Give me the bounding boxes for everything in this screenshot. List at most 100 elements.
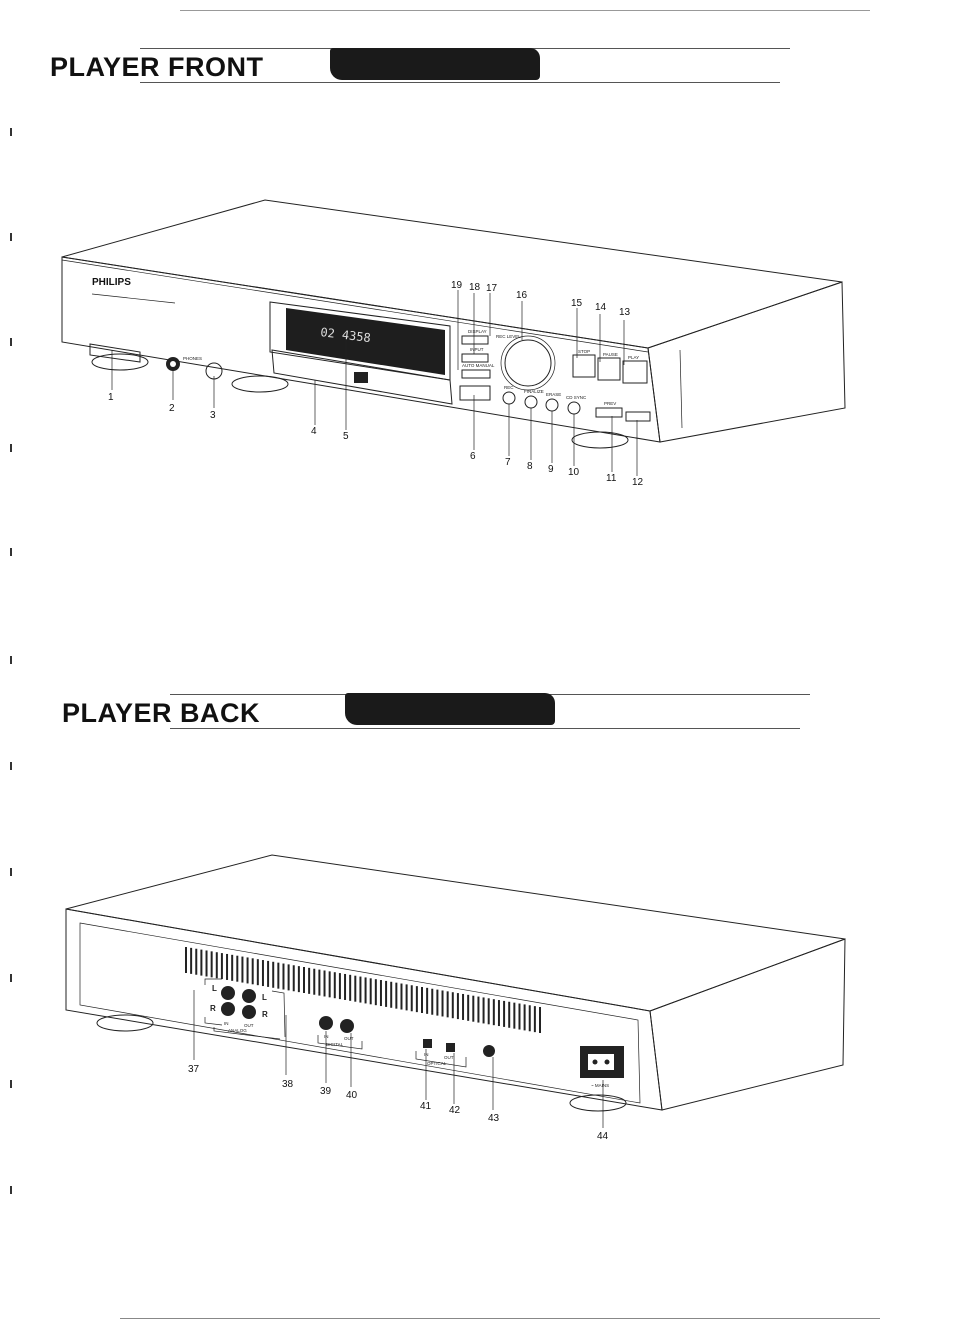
next-button[interactable] bbox=[625, 411, 651, 422]
margin-tick bbox=[10, 233, 12, 241]
top-panel bbox=[65, 854, 846, 1012]
disc-logo bbox=[354, 372, 368, 383]
finalize-button[interactable] bbox=[524, 395, 538, 409]
back-panel bbox=[65, 908, 663, 1111]
display-button[interactable] bbox=[461, 335, 489, 345]
ink-smudge bbox=[330, 48, 540, 80]
digital-in-jack[interactable] bbox=[319, 1016, 333, 1030]
callout-3: 3 bbox=[210, 410, 216, 421]
margin-tick bbox=[10, 1080, 12, 1088]
front-foot bbox=[91, 353, 149, 371]
section-title-back: PLAYER BACK bbox=[62, 698, 261, 728]
rec-button[interactable] bbox=[502, 391, 516, 405]
analog-l-label: L bbox=[212, 984, 217, 993]
rec-level-dial[interactable] bbox=[504, 339, 552, 387]
callout-39: 39 bbox=[320, 1086, 332, 1097]
callout-11: 11 bbox=[606, 473, 617, 484]
callout-16: 16 bbox=[516, 290, 528, 301]
analog-in-right-jack[interactable] bbox=[221, 1002, 235, 1016]
analog-in-label: IN bbox=[224, 1021, 229, 1026]
scan-edge bbox=[180, 10, 870, 11]
analog-in-left-jack[interactable] bbox=[221, 986, 235, 1000]
analog-out-label: OUT bbox=[244, 1023, 254, 1028]
front-foot bbox=[571, 431, 629, 449]
callout-7: 7 bbox=[505, 457, 511, 468]
margin-tick bbox=[10, 656, 12, 664]
play-button[interactable] bbox=[622, 360, 648, 384]
margin-tick bbox=[10, 868, 12, 876]
prev-label: PREV bbox=[604, 401, 616, 406]
analog-r-label: R bbox=[262, 1010, 268, 1019]
callout-18: 18 bbox=[469, 282, 481, 293]
digital-label: DIGITAL bbox=[326, 1042, 344, 1047]
cd-sync-label: CD SYNC bbox=[566, 395, 587, 400]
front-foot bbox=[231, 375, 289, 393]
optical-in-port[interactable] bbox=[423, 1039, 432, 1048]
erase-button[interactable] bbox=[545, 398, 559, 412]
rear-foot bbox=[569, 1094, 627, 1112]
callout-5: 5 bbox=[343, 431, 349, 442]
margin-tick bbox=[10, 974, 12, 982]
callout-41: 41 bbox=[420, 1101, 432, 1112]
top-panel bbox=[61, 199, 843, 349]
title-rule-bottom bbox=[170, 728, 800, 729]
callout-42: 42 bbox=[449, 1105, 461, 1116]
front-callouts: 1 2 3 4 5 6 7 8 9 10 11 12 13 14 15 16 1… bbox=[108, 280, 644, 488]
ink-smudge bbox=[345, 693, 555, 725]
section-title-front: PLAYER FRONT bbox=[50, 52, 264, 82]
display-screen bbox=[286, 308, 445, 375]
callout-43: 43 bbox=[488, 1113, 500, 1124]
power-button[interactable] bbox=[89, 343, 141, 363]
analog-l-label: L bbox=[262, 993, 267, 1002]
callout-38: 38 bbox=[282, 1079, 294, 1090]
back-callouts: 37 38 39 40 41 42 43 44 bbox=[188, 1064, 609, 1142]
mains-label: ~ MAINS bbox=[591, 1083, 609, 1088]
rear-connector[interactable] bbox=[483, 1045, 495, 1057]
margin-tick bbox=[10, 128, 12, 136]
callout-9: 9 bbox=[548, 464, 554, 475]
display-label: DISPLAY bbox=[468, 329, 487, 334]
optical-out-label: OUT bbox=[444, 1055, 454, 1060]
analog-out-left-jack[interactable] bbox=[242, 989, 256, 1003]
callout-19: 19 bbox=[451, 280, 463, 291]
digital-out-label: OUT bbox=[344, 1036, 354, 1041]
input-label: INPUT bbox=[470, 347, 484, 352]
optical-label: OPTICAL bbox=[427, 1061, 447, 1066]
callout-6: 6 bbox=[470, 451, 476, 462]
phones-label: PHONES bbox=[183, 356, 202, 361]
margin-tick bbox=[10, 548, 12, 556]
prev-button[interactable] bbox=[595, 407, 623, 418]
play-label: PLAY bbox=[628, 355, 639, 360]
open-close-button[interactable] bbox=[459, 385, 491, 401]
callout-44: 44 bbox=[597, 1131, 609, 1142]
digital-out-jack[interactable] bbox=[340, 1019, 354, 1033]
callout-12: 12 bbox=[632, 477, 644, 488]
input-button[interactable] bbox=[461, 353, 489, 363]
player-back-diagram: L L R R IN OUT ANALOG IN OUT DIGITAL IN … bbox=[65, 854, 846, 1142]
optical-out-port[interactable] bbox=[446, 1043, 455, 1052]
margin-tick bbox=[10, 1186, 12, 1194]
auto-manual-button[interactable] bbox=[461, 369, 491, 379]
margin-tick bbox=[10, 762, 12, 770]
analog-out-right-jack[interactable] bbox=[242, 1005, 256, 1019]
side-panel bbox=[649, 938, 846, 1111]
margin-tick bbox=[10, 338, 12, 346]
callout-8: 8 bbox=[527, 461, 533, 472]
rear-foot bbox=[96, 1014, 154, 1032]
callout-2: 2 bbox=[169, 403, 175, 414]
callout-40: 40 bbox=[346, 1090, 358, 1101]
stop-button[interactable] bbox=[572, 354, 596, 378]
callout-17: 17 bbox=[486, 283, 498, 294]
disc-tray[interactable] bbox=[271, 349, 453, 405]
pause-button[interactable] bbox=[597, 357, 621, 381]
callout-14: 14 bbox=[595, 302, 607, 313]
callout-37: 37 bbox=[188, 1064, 200, 1075]
stop-label: STOP bbox=[578, 349, 590, 354]
pause-label: PAUSE bbox=[603, 352, 618, 357]
callout-10: 10 bbox=[568, 467, 580, 478]
display-readout: 02 4358 bbox=[320, 325, 372, 345]
title-rule-bottom bbox=[140, 82, 780, 83]
cd-sync-button[interactable] bbox=[567, 401, 581, 415]
finalize-label: FINALIZE bbox=[524, 389, 544, 394]
analog-r-label: R bbox=[210, 1004, 216, 1013]
